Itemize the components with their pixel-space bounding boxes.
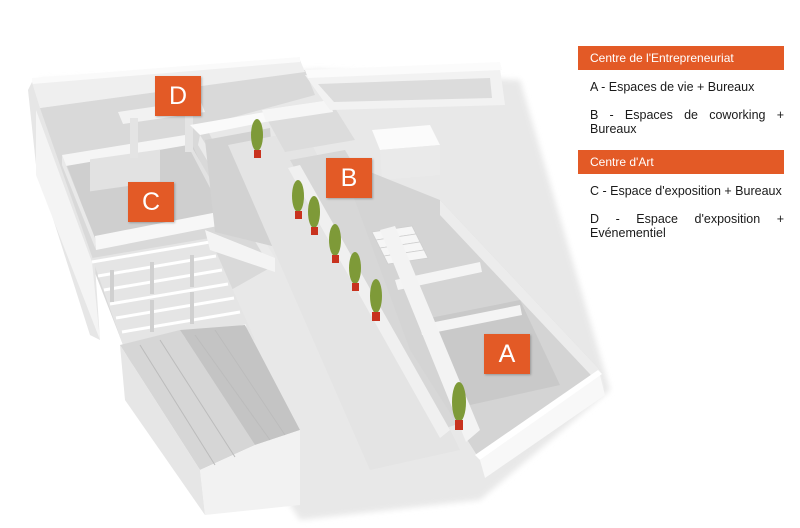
legend-header-entrepreneuriat: Centre de l'Entrepreneuriat <box>578 46 784 70</box>
legend-item-d: D - Espace d'exposition + Evénementiel <box>590 212 784 240</box>
room-d-pillar <box>185 112 193 152</box>
zone-badge-a: A <box>484 334 530 374</box>
tree-pot <box>308 196 320 235</box>
zone-badge-c: C <box>128 182 174 222</box>
shed-roof-right <box>180 325 300 445</box>
shed-side <box>120 345 205 515</box>
room-c-west-wall <box>62 155 96 250</box>
a-wing-east-wall <box>440 200 605 390</box>
tree-pot <box>292 180 304 219</box>
legend-item-a: A - Espaces de vie + Bureaux <box>590 80 755 94</box>
legend: Centre de l'Entrepreneuriat A - Espaces … <box>578 46 784 254</box>
shed-front <box>200 430 300 515</box>
pergola-posts <box>110 255 194 332</box>
room-d-pillar <box>130 118 138 158</box>
tree-pot <box>251 119 263 158</box>
west-outer-wall-face <box>36 110 100 340</box>
legend-header-art: Centre d'Art <box>578 150 784 174</box>
main-corridor-floor <box>228 130 460 470</box>
zone-badge-b: B <box>326 158 372 198</box>
a-wing-south-wall <box>480 375 605 478</box>
tree-pot <box>370 279 382 321</box>
east-box-side <box>380 145 440 180</box>
tree-pot <box>329 224 341 263</box>
a-wing-partition <box>420 305 522 335</box>
corridor-trees <box>251 119 466 430</box>
a-wing-south-wall-top <box>475 370 602 460</box>
west-wing-north-wall-top <box>32 57 300 84</box>
north-room-wall <box>262 100 333 122</box>
tree-pot <box>452 382 466 430</box>
room-c-north-wall <box>62 135 188 166</box>
legend-item-c: C - Espace d'exposition + Bureaux <box>590 184 782 198</box>
tree-pot <box>349 252 361 291</box>
room-c-south-wall <box>95 210 228 250</box>
zone-badge-d: D <box>155 76 201 116</box>
ne-annex-inner <box>318 78 492 102</box>
ne-annex-top-wall <box>305 62 502 78</box>
central-block-south-wall <box>205 230 275 272</box>
b-wing-west-wall <box>288 165 450 438</box>
legend-item-b: B - Espaces de coworking + Bureaux <box>590 108 784 136</box>
east-box-top <box>372 125 440 150</box>
room-c-inner-box <box>90 149 160 192</box>
shed-ridges <box>139 329 286 466</box>
central-block-top <box>190 112 275 135</box>
